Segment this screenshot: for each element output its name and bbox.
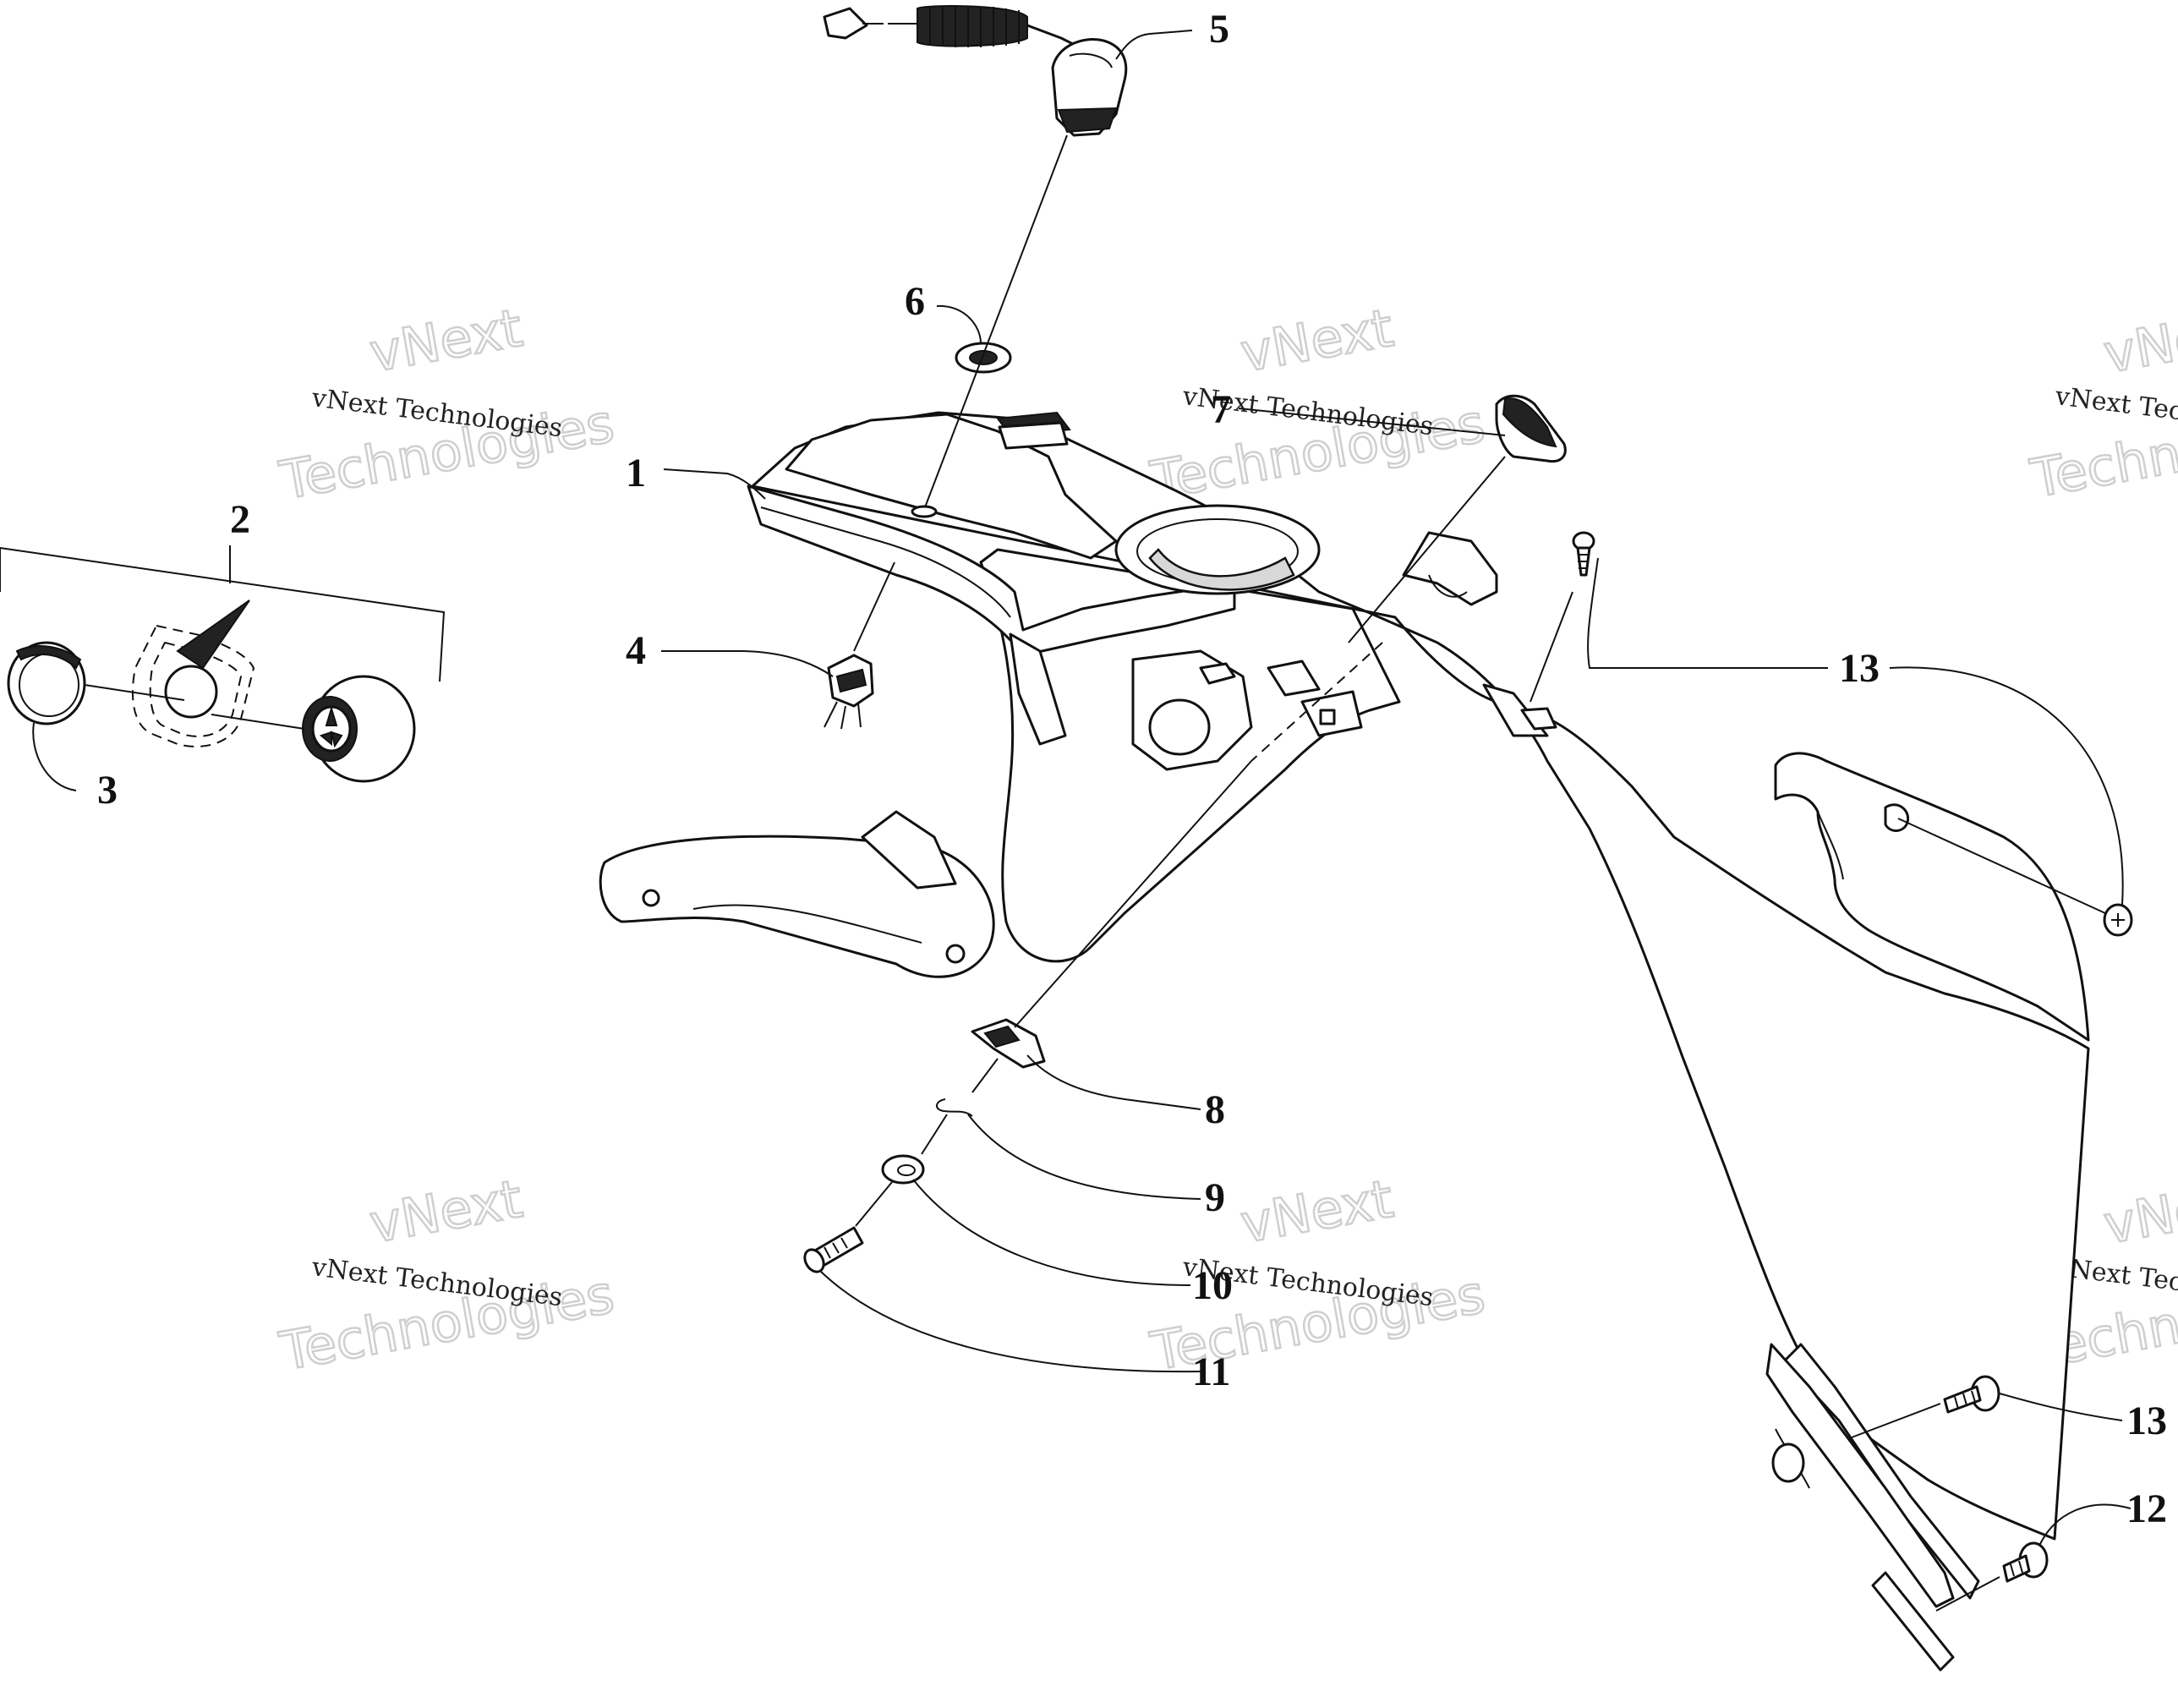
watermark-vnext: vNext (1236, 297, 1398, 384)
callout-11: 11 (1192, 1349, 1230, 1394)
watermark-vnext: vNext (2099, 1169, 2178, 1256)
leader-13-screw-to-tail (1851, 1403, 1941, 1438)
front-mount-hole (1148, 698, 1211, 756)
leader-13-screw-to-flap (1530, 591, 1573, 703)
tether-lead (1026, 24, 1079, 48)
callout-4: 4 (626, 628, 646, 673)
callout-leader-5 (1115, 30, 1193, 60)
fender-clip-slot (1884, 803, 1910, 832)
part-10-washer (881, 1154, 925, 1185)
part-1-console-panel (599, 411, 2090, 1672)
tether-clip (823, 7, 868, 40)
right-shoulder-bracket (1402, 531, 1498, 606)
rear-right-fender (1774, 752, 2090, 1042)
callout-12: 12 (2126, 1486, 2167, 1531)
callout-leader-1 (663, 468, 766, 500)
knob-dashed-bezel (132, 624, 255, 747)
callout-leader-13a-right (1889, 666, 2124, 906)
assembly-arrow (176, 599, 250, 670)
part-11-bolt (803, 1226, 864, 1273)
callout-leader-12 (2038, 1503, 2131, 1547)
leader-console-to-8 (1014, 760, 1252, 1028)
callout-5: 5 (1209, 7, 1229, 52)
console-lower-arm (599, 835, 995, 978)
leader-13-screw-to-fender (1897, 818, 2106, 914)
callout-leader-3 (32, 722, 77, 791)
callout-7: 7 (1211, 387, 1231, 432)
callout-leader-10 (912, 1179, 1191, 1286)
callout-leader-9 (967, 1114, 1201, 1200)
callout-13-lower: 13 (2126, 1399, 2167, 1443)
leader-4-to-dash (853, 561, 895, 652)
callout-10: 10 (1192, 1263, 1233, 1308)
callout-leader-13a-left (1587, 557, 1828, 669)
part-12-screw (2002, 1541, 2049, 1583)
leader-7-to-console (1348, 456, 1506, 643)
leader-8-to-9 (971, 1058, 999, 1093)
part-2-knob-assembly (0, 545, 446, 783)
part-4-switch (824, 654, 874, 730)
callout-3: 3 (97, 768, 118, 813)
left-upright-ridge (1009, 632, 1067, 746)
watermark-vnext: vNext (365, 297, 527, 384)
callout-6: 6 (905, 279, 925, 324)
arm-pivot-hole (945, 944, 966, 964)
slot-tab (1267, 660, 1321, 697)
part-13-screw-upper (1572, 531, 1595, 577)
part-13-screw-right (2103, 903, 2133, 937)
leader-12-to-tail (1935, 1576, 2000, 1612)
tether-coil-ribs (929, 7, 1020, 47)
part-8-clip-nut (971, 1018, 1046, 1069)
callout-8: 8 (1205, 1087, 1225, 1132)
leader-5-to-dash (924, 134, 1068, 508)
part-9-spring-clip (936, 1098, 973, 1117)
watermark-vnext: vNext (365, 1168, 527, 1255)
callout-2: 2 (230, 497, 250, 542)
tail-lower-lip (1871, 1571, 1955, 1672)
arm-mount-hole (642, 889, 660, 907)
callout-leader-7 (1238, 408, 1506, 436)
callout-9: 9 (1205, 1175, 1225, 1220)
watermark-vnext: vNext (1236, 1168, 1398, 1255)
callout-leader-13b (1999, 1393, 2123, 1421)
part-5-tether-cord (823, 5, 1128, 137)
callout-1: 1 (626, 451, 646, 495)
watermark-vnext: vNext (2099, 298, 2178, 385)
tether-coil (917, 5, 1028, 47)
part-13-screw-lower (1943, 1375, 2000, 1414)
callout-leader-8 (1026, 1054, 1201, 1110)
leader-bezel-to-cap (211, 714, 305, 730)
leader-9-to-10 (921, 1114, 948, 1155)
callout-leader-11 (819, 1270, 1201, 1373)
arm-bracket (861, 810, 957, 890)
callout-13-upper: 13 (1839, 646, 1880, 691)
leader-10-to-11 (855, 1181, 893, 1227)
callout-leader-4 (661, 650, 834, 677)
leader-dashed-console (1250, 642, 1383, 762)
tail-skirt-inner (1765, 1343, 1955, 1608)
console-hood-crest (785, 413, 1118, 560)
leader-3-to-bezel (84, 684, 185, 701)
part-7-control-knob (1495, 394, 1567, 463)
callout-leader-6 (936, 304, 982, 344)
dash-key-hole (911, 505, 938, 518)
part-6-grommet (955, 342, 1012, 374)
